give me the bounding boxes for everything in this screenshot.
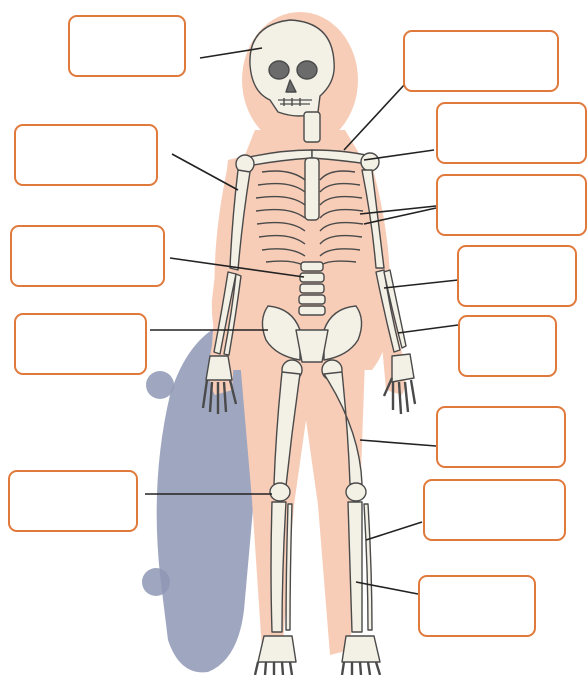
leader-line-ulna: [398, 325, 458, 333]
label-box-spine[interactable]: [10, 225, 165, 287]
leader-line-radius: [384, 280, 458, 288]
label-box-tibia[interactable]: [423, 479, 566, 541]
label-box-humerus[interactable]: [14, 124, 158, 186]
leader-line-tibia: [366, 522, 422, 540]
spine-drawing: [299, 262, 325, 315]
label-box-femur[interactable]: [436, 406, 566, 468]
label-box-knee[interactable]: [8, 470, 138, 532]
label-box-fibula[interactable]: [418, 575, 536, 637]
leader-line-femur: [360, 440, 436, 446]
label-box-clavicle[interactable]: [403, 30, 559, 92]
label-box-pelvis[interactable]: [14, 313, 147, 375]
label-box-radius[interactable]: [457, 245, 577, 307]
label-box-scapula[interactable]: [436, 102, 587, 164]
label-box-ribs[interactable]: [436, 174, 587, 236]
leader-line-fibula: [356, 582, 418, 594]
label-box-ulna[interactable]: [458, 315, 557, 377]
label-box-skull[interactable]: [68, 15, 186, 77]
